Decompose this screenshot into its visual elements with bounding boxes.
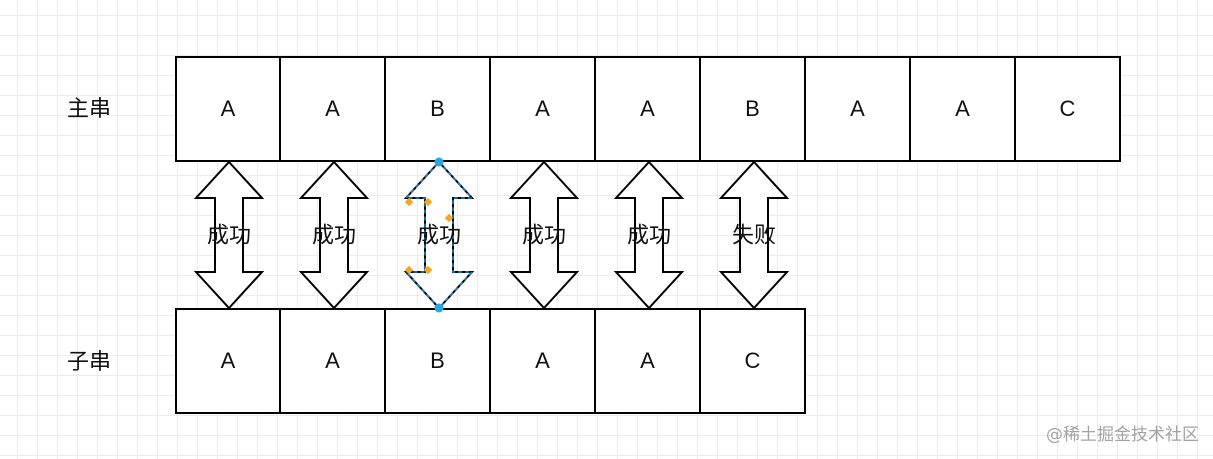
main-string-cell-8[interactable]: C (1016, 58, 1121, 160)
sub-string-cell-2[interactable]: B (386, 310, 491, 412)
main-string-cell-7[interactable]: A (911, 58, 1016, 160)
sub-string-cell-5[interactable]: C (701, 310, 806, 412)
double-arrow-shape (298, 160, 370, 310)
double-arrow-shape (613, 160, 685, 310)
comparison-result-label: 成功 (627, 224, 671, 249)
comparison-result-label: 成功 (522, 224, 566, 249)
comparison-result-label: 成功 (207, 224, 251, 249)
main-string-cell-5[interactable]: B (701, 58, 806, 160)
main-string-label: 主串 (67, 97, 112, 122)
main-string-cell-1[interactable]: A (281, 58, 386, 160)
comparison-arrow-0[interactable]: 成功 (193, 160, 265, 310)
watermark: @稀土掘金技术社区 (1046, 425, 1199, 445)
comparison-result-label: 成功 (417, 224, 461, 249)
resize-handle-bottom[interactable] (434, 303, 444, 313)
vertex-handle-0[interactable] (404, 197, 414, 207)
comparison-result-label: 失败 (732, 224, 776, 249)
vertex-handle-4[interactable] (444, 213, 454, 223)
comparison-arrow-5[interactable]: 失败 (718, 160, 790, 310)
comparison-result-label: 成功 (312, 224, 356, 249)
main-string-cell-6[interactable]: A (806, 58, 911, 160)
double-arrow-shape (193, 160, 265, 310)
sub-string-label: 子串 (67, 350, 112, 375)
double-arrow-shape (508, 160, 580, 310)
main-string-cell-3[interactable]: A (491, 58, 596, 160)
resize-handle-top[interactable] (434, 157, 444, 167)
comparison-arrow-3[interactable]: 成功 (508, 160, 580, 310)
main-string-cell-2[interactable]: B (386, 58, 491, 160)
main-string-cell-0[interactable]: A (177, 58, 281, 160)
double-arrow-shape (718, 160, 790, 310)
selection-outline (404, 160, 474, 310)
sub-string-cell-4[interactable]: A (596, 310, 701, 412)
sub-string-cell-3[interactable]: A (491, 310, 596, 412)
comparison-arrow-2[interactable]: 成功 (403, 157, 475, 313)
sub-string-cell-0[interactable]: A (177, 310, 281, 412)
comparison-arrow-1[interactable]: 成功 (298, 160, 370, 310)
sub-string-cell-1[interactable]: A (281, 310, 386, 412)
comparison-arrow-4[interactable]: 成功 (613, 160, 685, 310)
vertex-handle-3[interactable] (423, 265, 433, 275)
main-string-cell-4[interactable]: A (596, 58, 701, 160)
vertex-handle-2[interactable] (404, 265, 414, 275)
vertex-handle-1[interactable] (423, 197, 433, 207)
